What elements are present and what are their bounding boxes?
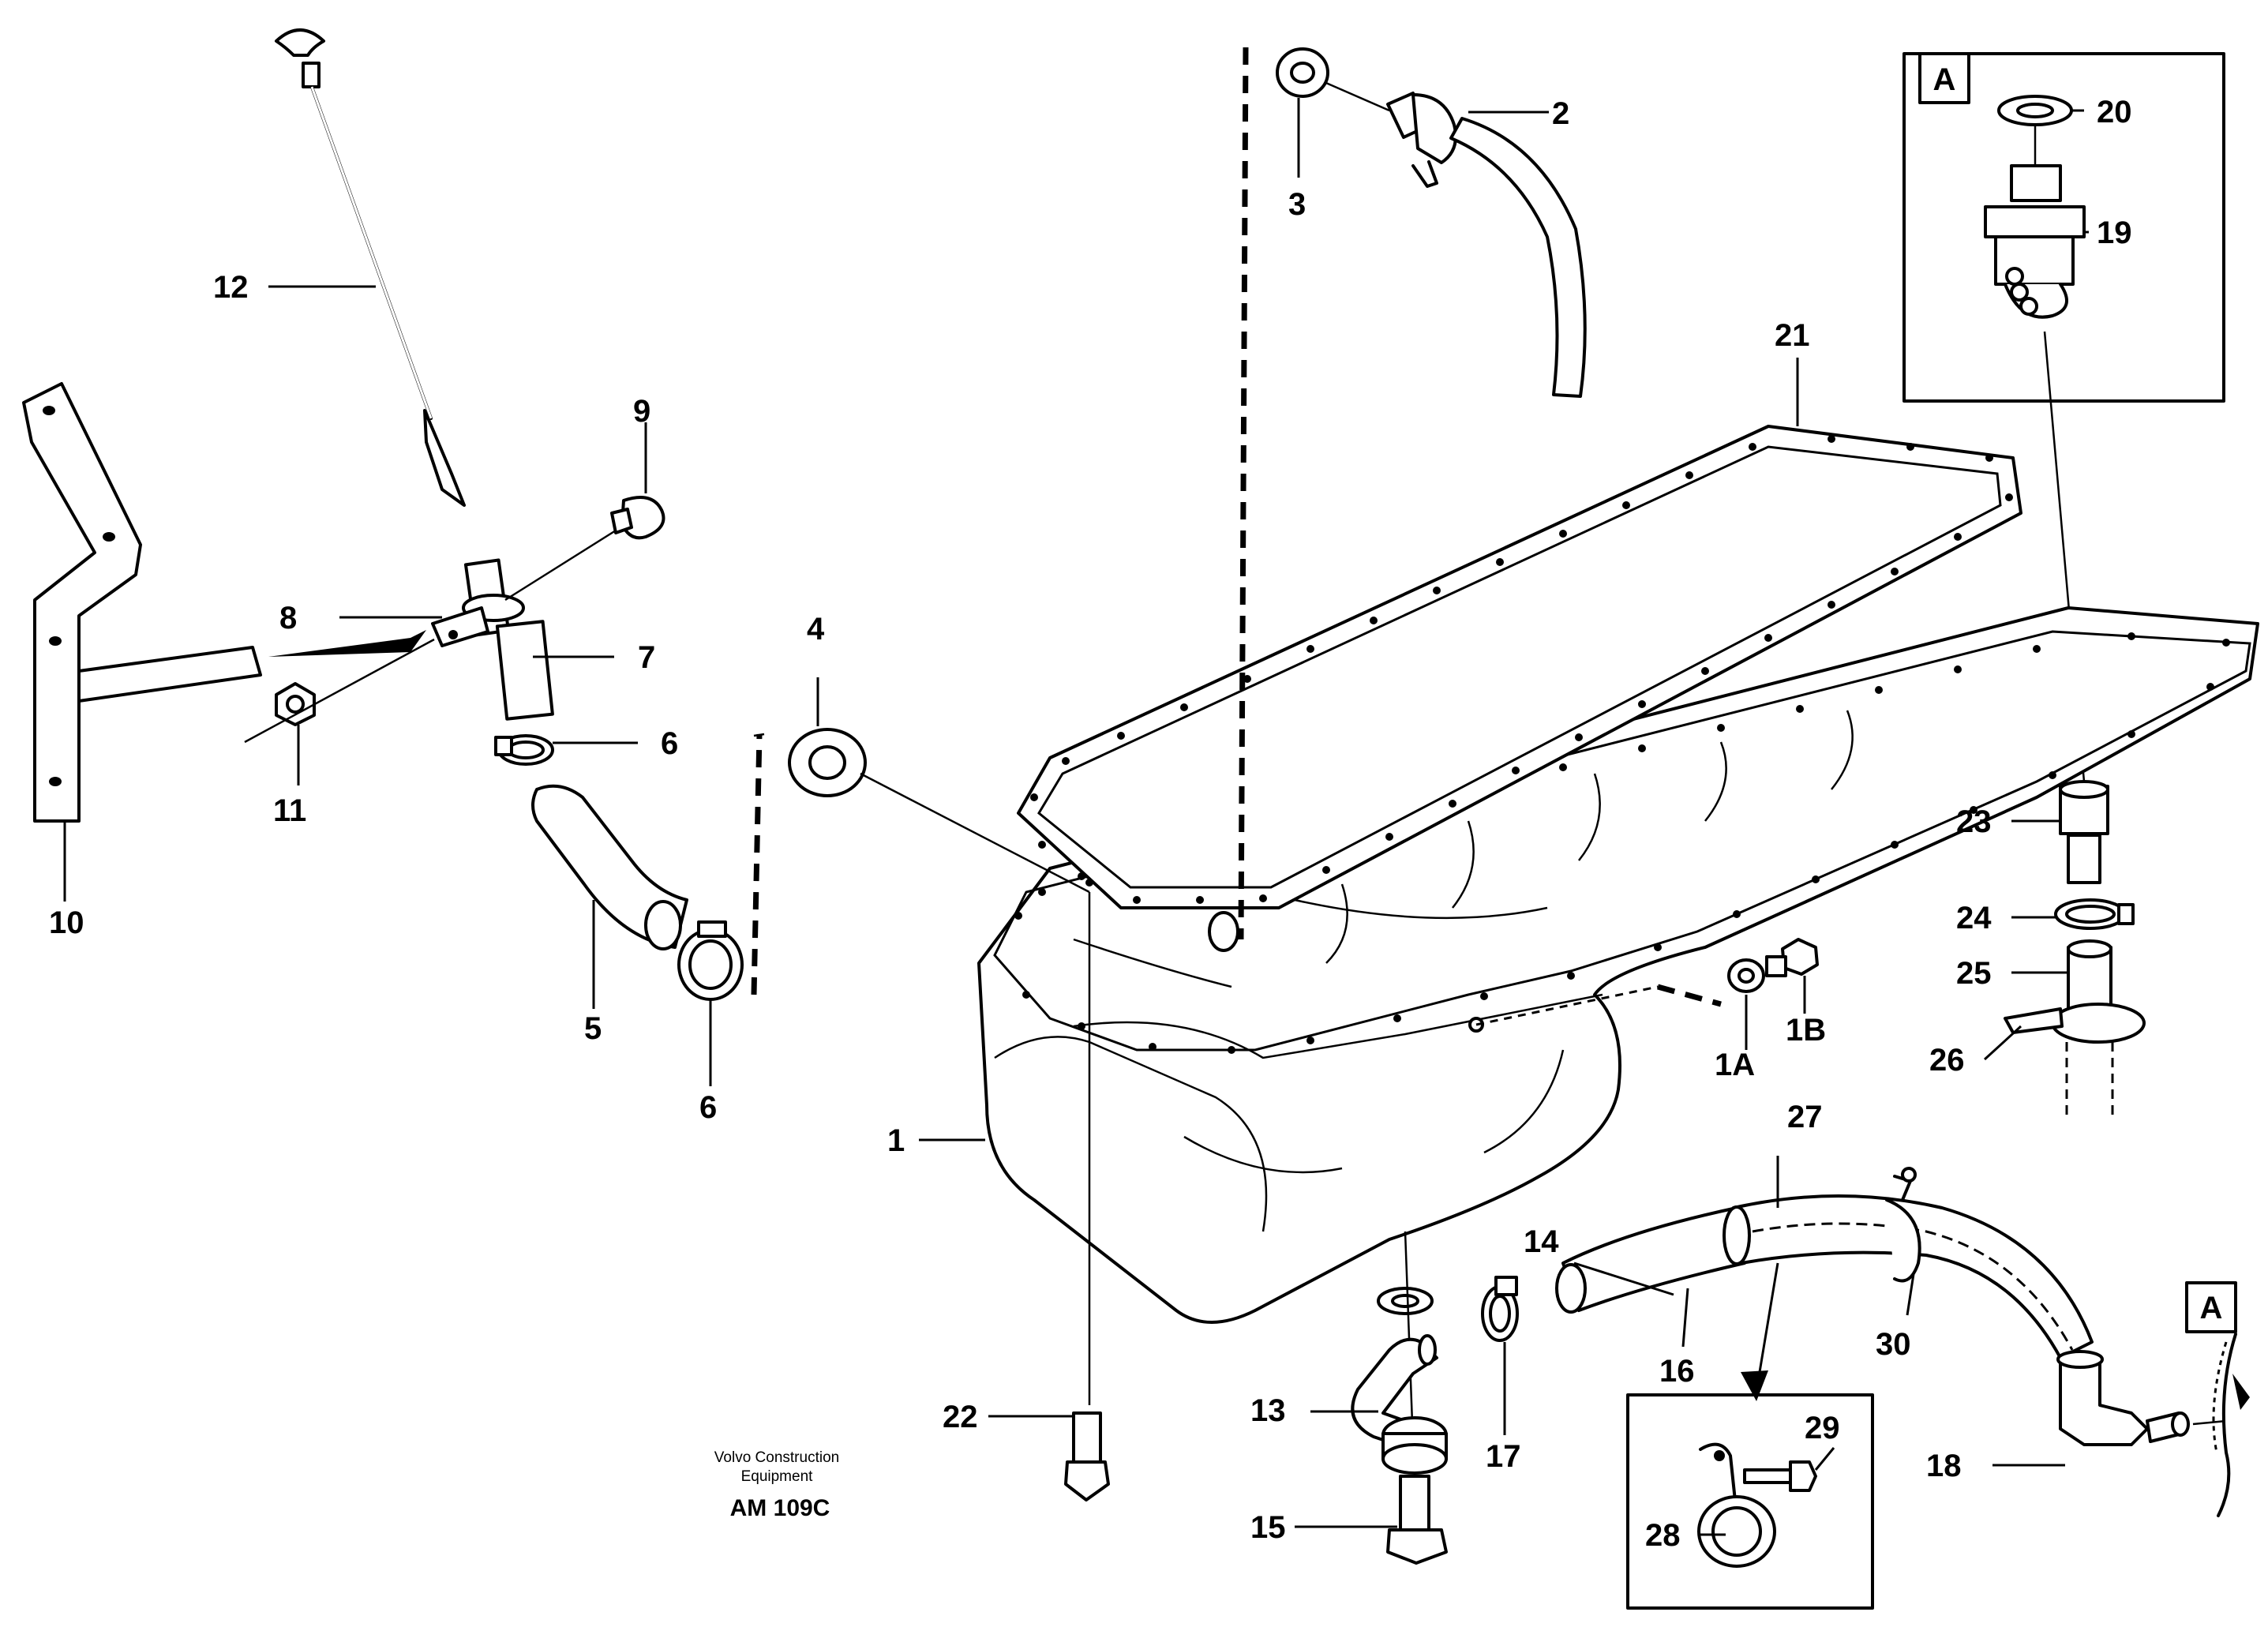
gasket-21 xyxy=(1017,425,2022,952)
washer-3 xyxy=(1276,47,1329,98)
callout-10: 10 xyxy=(49,905,84,940)
washer-4 xyxy=(788,728,867,797)
callout-17: 17 xyxy=(1486,1439,1521,1474)
plug-1B xyxy=(1765,938,1819,977)
callout-1: 1 xyxy=(887,1123,905,1158)
callout-26: 26 xyxy=(1929,1043,1965,1078)
clamp-17 xyxy=(1481,1276,1519,1342)
drawing-code: AM 109C xyxy=(730,1495,830,1521)
leader-lines xyxy=(63,98,2089,1536)
callout-8: 8 xyxy=(279,601,297,635)
bracket-10 xyxy=(22,382,262,823)
callout-3: 3 xyxy=(1288,187,1306,222)
callout-28: 28 xyxy=(1645,1518,1681,1553)
callout-12: 12 xyxy=(213,270,249,305)
pipe-13 xyxy=(1351,1334,1448,1475)
callout-14: 14 xyxy=(1524,1224,1559,1259)
adapter-23 xyxy=(2059,780,2109,884)
callout-19: 19 xyxy=(2097,216,2132,250)
dipstick-12 xyxy=(275,28,466,507)
nut-11 xyxy=(275,682,316,726)
clip-28 xyxy=(1697,1442,1776,1568)
clamp-30 xyxy=(1885,1167,1921,1283)
detail-box-a-bottom: A xyxy=(2185,1281,2250,1517)
callout-22: 22 xyxy=(943,1400,978,1434)
elbow-18 xyxy=(2056,1350,2190,1446)
callout-5: 5 xyxy=(584,1011,602,1046)
detail-box-a-bottom-label: A xyxy=(2200,1291,2223,1325)
callout-6-upper: 6 xyxy=(661,726,678,761)
callout-6-lower: 6 xyxy=(699,1090,717,1125)
pan-flange xyxy=(993,630,2251,1052)
clamp-6-lower xyxy=(677,920,744,1001)
hose-27 xyxy=(1723,1194,2094,1359)
callout-9: 9 xyxy=(633,394,650,429)
banjo-bolt-15 xyxy=(1386,1475,1448,1565)
bolt-22 xyxy=(1064,1411,1110,1501)
oil-sensor-19 xyxy=(1984,164,2086,319)
callout-13: 13 xyxy=(1250,1393,1286,1428)
clip-26 xyxy=(2004,1003,2146,1044)
detail-box-a-top: A xyxy=(1902,52,2225,403)
callout-2: 2 xyxy=(1552,96,1569,131)
hose-5 xyxy=(531,784,688,950)
callout-18: 18 xyxy=(1926,1449,1962,1483)
credit-line-2: Equipment xyxy=(741,1468,814,1485)
callout-27: 27 xyxy=(1787,1100,1823,1134)
callout-20: 20 xyxy=(2097,95,2132,129)
clip-8 xyxy=(431,606,489,647)
sensor-cable-2 xyxy=(1386,92,1587,398)
detail-box-a-top-label: A xyxy=(1933,62,1956,97)
callout-24: 24 xyxy=(1956,901,1992,935)
credit-block: Volvo Construction Equipment AM 109C xyxy=(714,1449,839,1521)
clamp-24 xyxy=(2054,898,2135,930)
callout-30: 30 xyxy=(1876,1327,1911,1362)
bolt-9 xyxy=(610,496,665,540)
washer-14 xyxy=(1377,1287,1434,1315)
callout-4: 4 xyxy=(807,612,825,647)
callout-7: 7 xyxy=(638,640,655,675)
callout-21: 21 xyxy=(1775,318,1810,353)
callout-25: 25 xyxy=(1956,956,1992,991)
callout-29: 29 xyxy=(1805,1411,1840,1445)
callout-11: 11 xyxy=(273,793,306,828)
bolt-29 xyxy=(1743,1460,1817,1492)
oil-pan-1 xyxy=(977,606,2259,1324)
washer-1A xyxy=(1727,958,1765,993)
credit-line-1: Volvo Construction xyxy=(714,1449,839,1466)
dipstick-tube-7 xyxy=(462,558,554,721)
callout-15: 15 xyxy=(1250,1510,1286,1545)
clamp-6-upper xyxy=(494,734,554,766)
callout-16: 16 xyxy=(1659,1354,1695,1389)
callout-1A: 1A xyxy=(1715,1048,1755,1082)
callout-1B: 1B xyxy=(1786,1013,1826,1048)
hose-16 xyxy=(1555,1206,1746,1314)
callout-23: 23 xyxy=(1956,804,1992,839)
callout-labels: 1 1A 1B 2 3 4 5 6 6 7 8 9 10 11 12 13 14… xyxy=(49,95,2132,1553)
detail-box-clip xyxy=(1626,1393,1874,1610)
